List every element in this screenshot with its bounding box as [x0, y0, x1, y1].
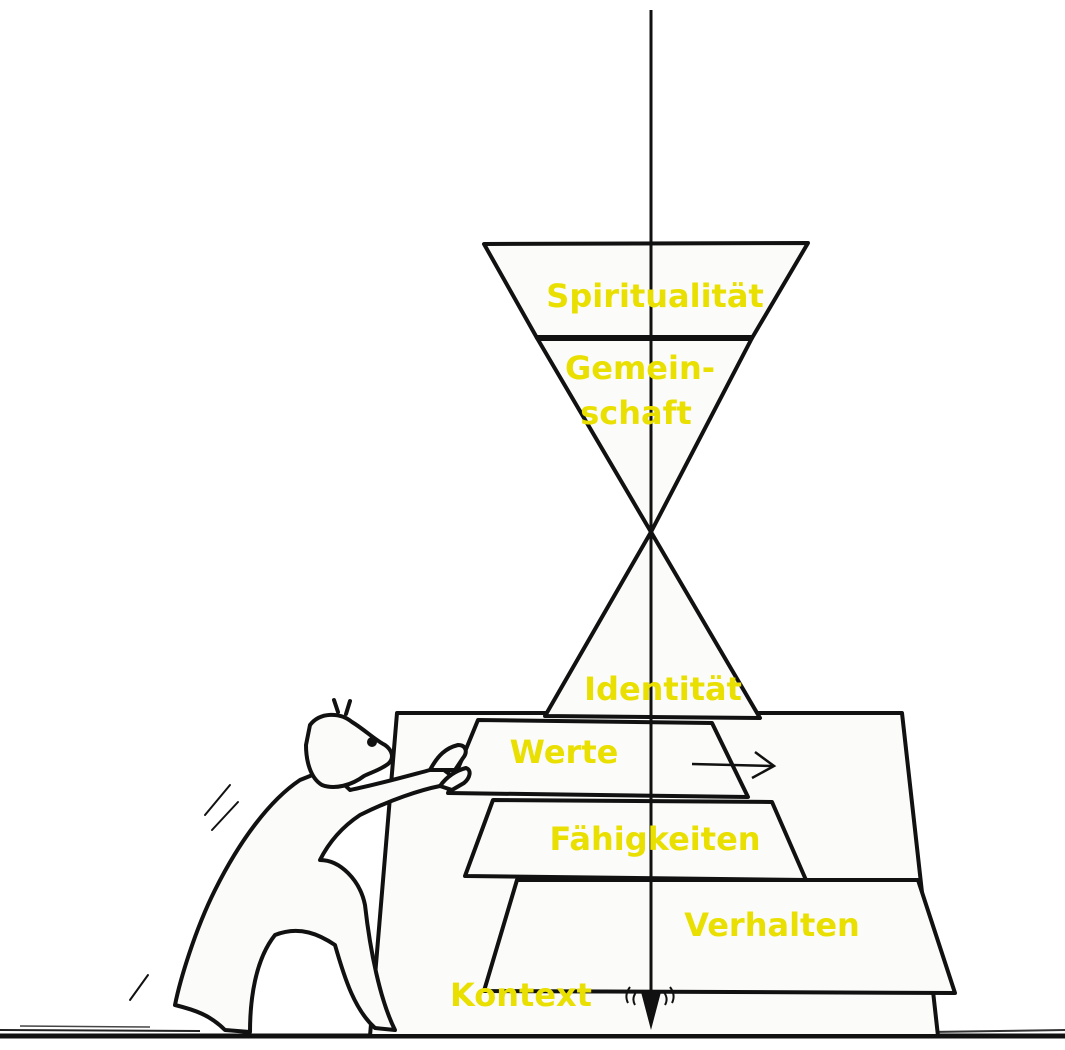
label-gemeinschaft-line2: schaft — [580, 394, 692, 432]
label-werte: Werte — [510, 733, 619, 771]
label-gemeinschaft-line1: Gemein- — [565, 349, 715, 387]
label-identitaet: Identität — [584, 670, 742, 708]
label-faehigkeiten: Fähigkeiten — [549, 820, 760, 858]
label-verhalten: Verhalten — [684, 906, 860, 944]
label-kontext: Kontext — [450, 976, 592, 1014]
label-spiritualitaet: Spiritualität — [546, 277, 763, 315]
